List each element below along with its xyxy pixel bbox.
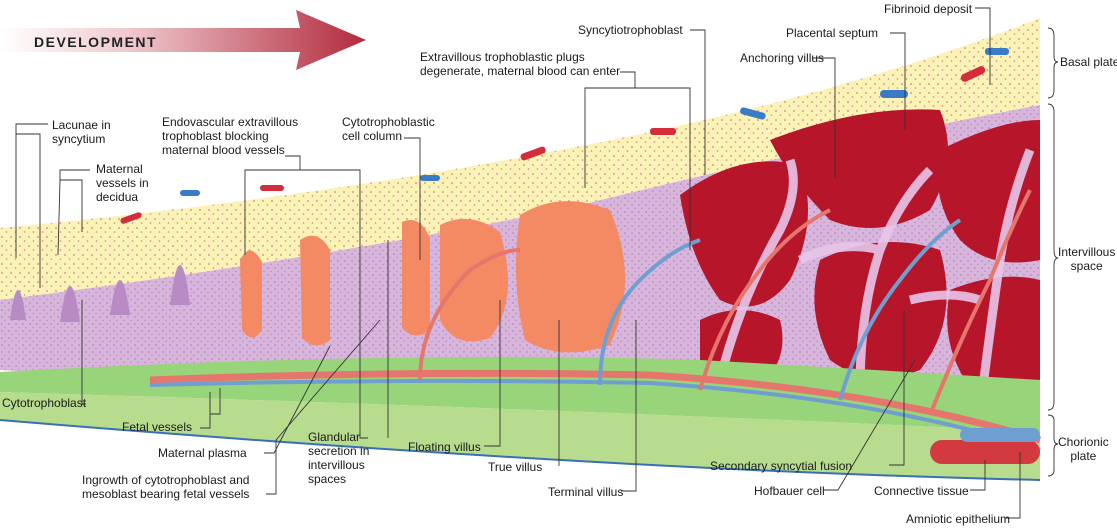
label-fetal-vessels: Fetal vessels (122, 420, 193, 434)
label-basal-plate: Basal plate (1060, 55, 1117, 69)
label-cytotrophoblast: Cytotrophoblast (2, 396, 87, 410)
label-hofbauer-cell: Hofbauer cell (754, 484, 825, 498)
label-anchoring-villus: Anchoring villus (740, 51, 825, 65)
label-placental-septum: Placental septum (786, 26, 879, 40)
label-terminal-villus: Terminal villus (548, 485, 624, 499)
large-fetal-vein (960, 428, 1040, 442)
large-fetal-artery (930, 440, 1040, 464)
fetal-vessels (149, 189, 1042, 452)
label-secondary-syncytial-fusion: Secondary syncytial fusion (710, 459, 853, 473)
chorionic-plate-layer (0, 392, 1040, 480)
development-arrow (0, 10, 366, 70)
label-maternal-plasma: Maternal plasma (158, 446, 247, 460)
label-true-villus: True villus (488, 460, 543, 474)
label-amniotic-epithelium: Amniotic epithelium (906, 512, 1011, 526)
label-syncytiotrophoblast: Syncytiotrophoblast (578, 23, 683, 37)
label-floating-villus: Floating villus (408, 440, 481, 454)
maternal-blood-lakes (680, 109, 1040, 403)
maternal-plasma-regions (240, 201, 625, 353)
development-label: DEVELOPMENT (34, 34, 158, 50)
label-connective-tissue: Connective tissue (874, 484, 969, 498)
maternal-vessel-segments (120, 48, 1009, 224)
early-villi (10, 265, 190, 322)
label-fibrinoid-deposit: Fibrinoid deposit (884, 2, 973, 16)
